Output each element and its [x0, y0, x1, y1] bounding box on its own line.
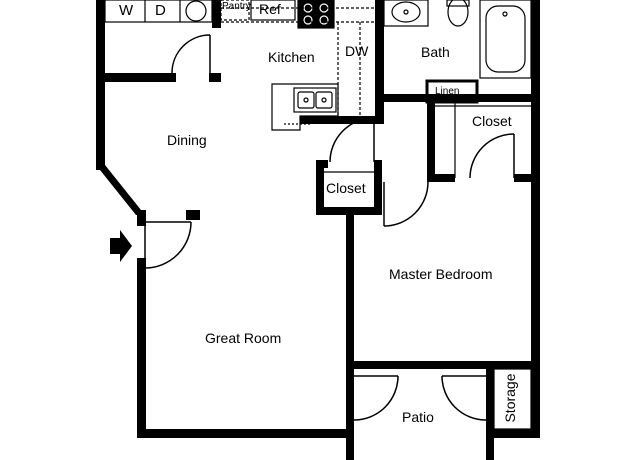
kitchen-island — [271, 83, 339, 131]
master-closet-label: Closet — [472, 113, 512, 129]
bath-vanity — [383, 0, 429, 27]
refrigerator-icon — [250, 0, 296, 21]
dw-label: DW — [345, 43, 369, 59]
linen-label: Linen — [435, 86, 460, 97]
patio-label: Patio — [402, 409, 434, 425]
washer-dryer-box — [104, 0, 213, 23]
arrow-right-icon — [110, 230, 132, 262]
ref-label: Ref — [259, 1, 281, 17]
exterior-walls — [96, 0, 540, 460]
pantry-label: Pantry — [222, 1, 251, 12]
water-heater-icon — [185, 0, 207, 22]
kitchen-sink-icon — [293, 87, 337, 113]
washer-label: W — [119, 2, 134, 19]
stove-icon — [297, 0, 335, 29]
kitchen-label: Kitchen — [268, 49, 315, 65]
storage-label: Storage — [502, 373, 518, 423]
hall-closet-label: Closet — [324, 180, 368, 196]
fixtures — [104, 0, 532, 430]
bath-label: Bath — [421, 44, 450, 60]
bath-sink-icon — [391, 1, 421, 23]
dining-label: Dining — [167, 132, 207, 148]
dryer-label: D — [155, 2, 166, 19]
storage-box — [493, 368, 532, 430]
toilet-icon — [447, 0, 469, 27]
door-swings — [144, 34, 515, 421]
master-bedroom-label: Master Bedroom — [389, 266, 493, 282]
bathtub-icon — [479, 0, 532, 79]
great-room-label: Great Room — [205, 330, 282, 346]
